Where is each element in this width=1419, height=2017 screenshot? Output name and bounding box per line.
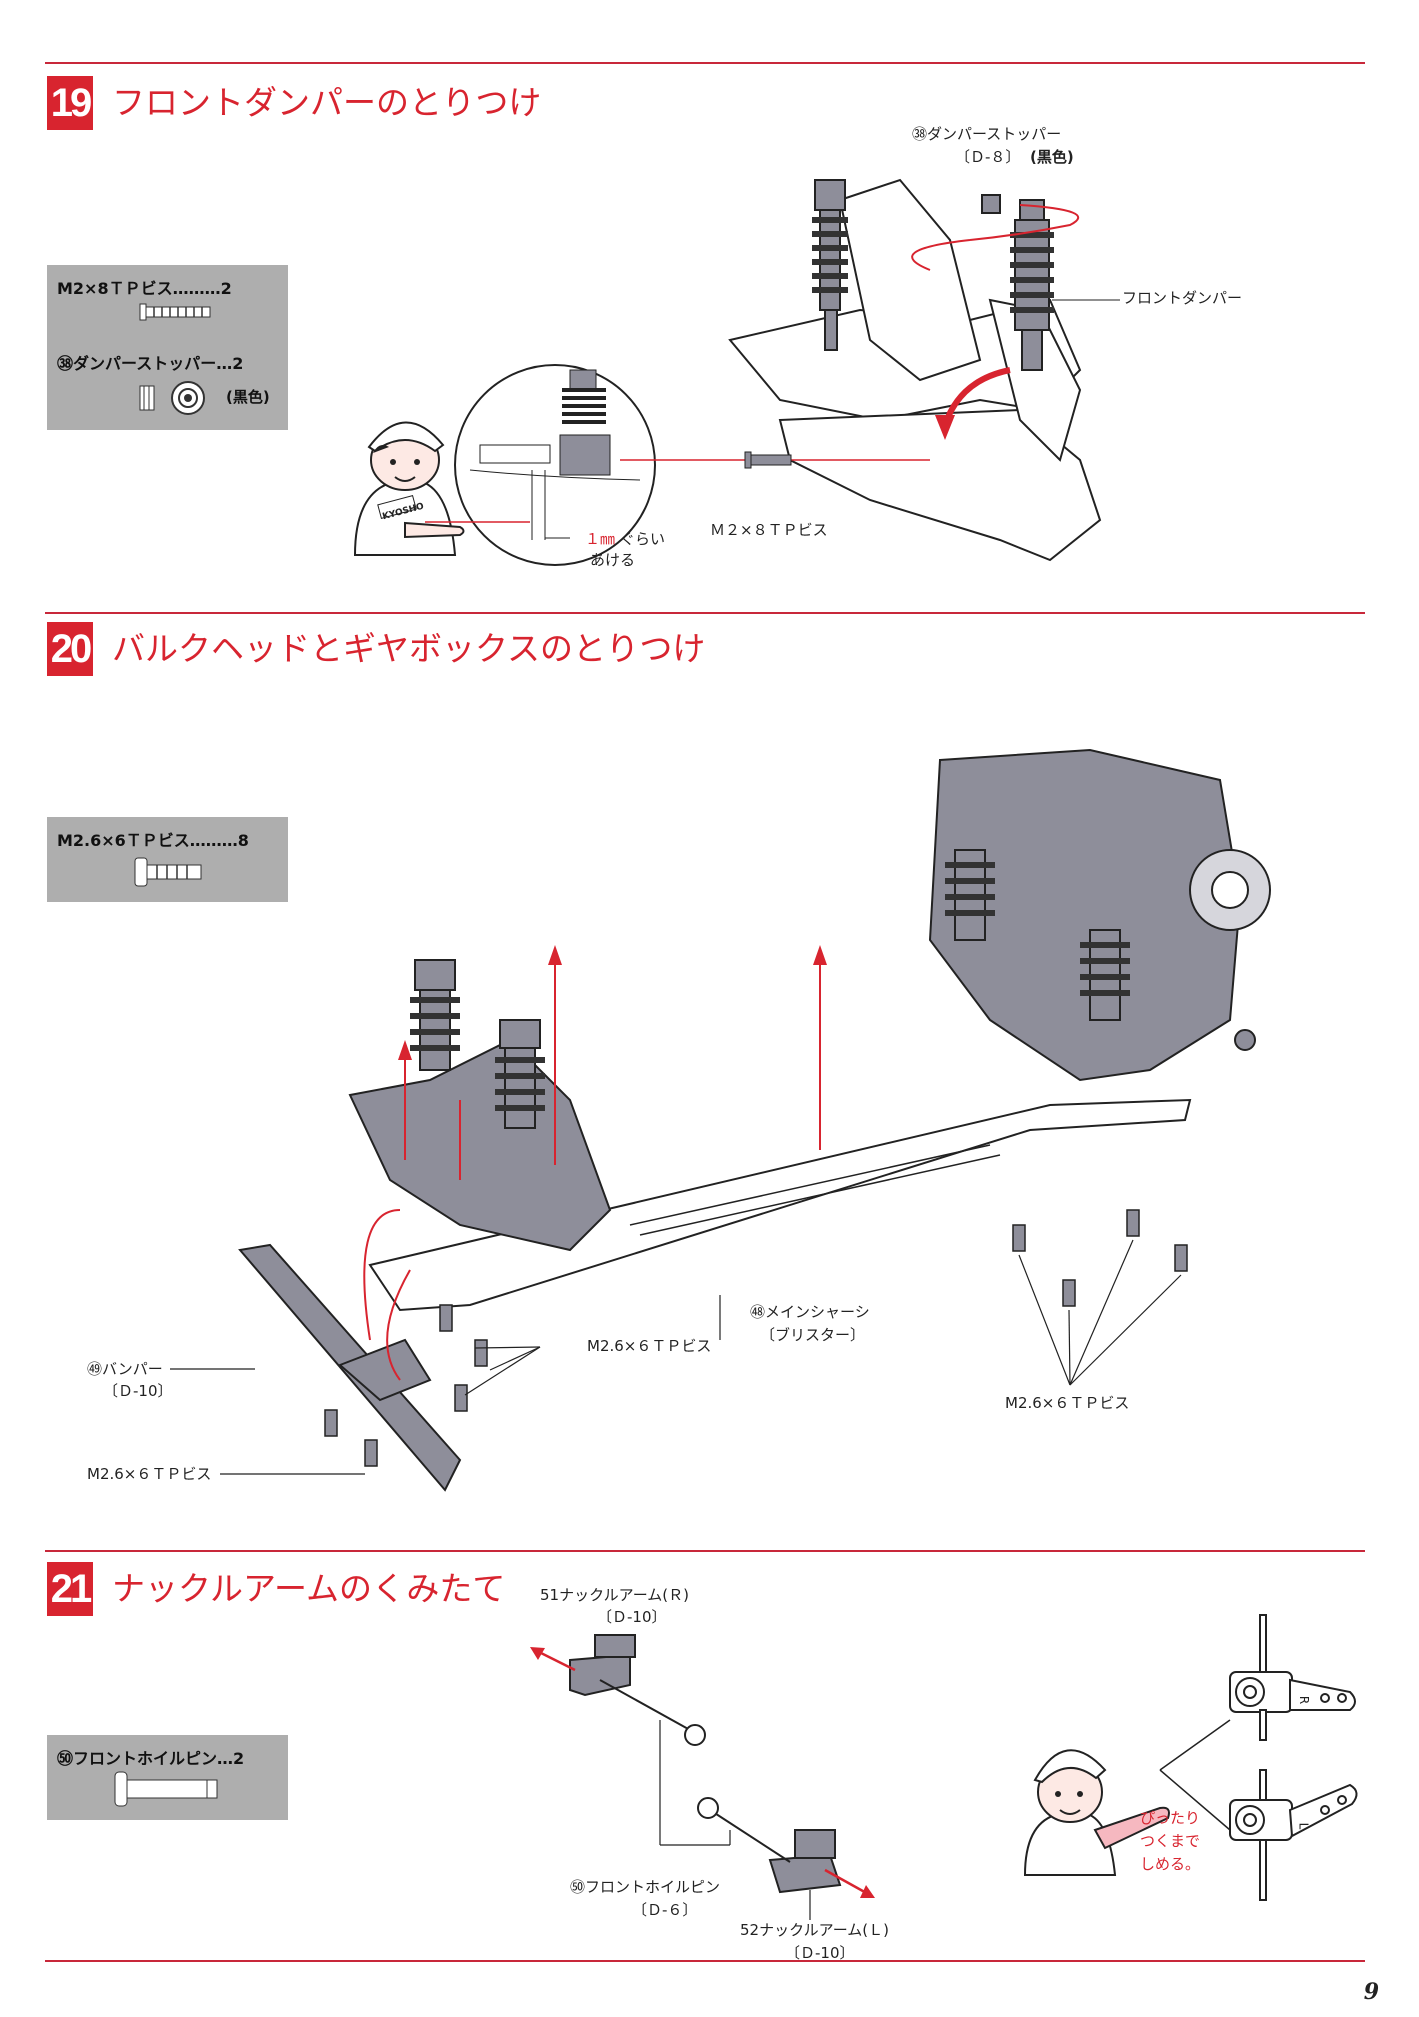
- bumper-code: 〔Ｄ-10〕: [103, 1382, 173, 1400]
- step-20-parts-box: [47, 817, 288, 902]
- page-number: 9: [1363, 1979, 1379, 2005]
- gap-text-2: あける: [590, 551, 636, 569]
- damper-stopper-icon: [139, 381, 205, 415]
- gap-text-1: ぐらい: [620, 530, 666, 548]
- wheel-pin-icon: [114, 1771, 218, 1807]
- step-19-parts-stopper-note: (黒色): [226, 388, 270, 406]
- tip-line-3: しめる。: [1140, 1855, 1201, 1873]
- screw-icon: [139, 303, 211, 321]
- main-chassis-label: ㊽メインシャーシ: [750, 1303, 870, 1321]
- mark-l: L: [1296, 1822, 1311, 1830]
- step-20-title: バルクヘッドとギヤボックスのとりつけ: [112, 629, 706, 668]
- step-21-title: ナックルアームのくみたて: [112, 1569, 506, 1608]
- knuckle-l-code: 〔Ｄ-10〕: [785, 1944, 855, 1962]
- tip-line-1: ぴったり: [1140, 1809, 1201, 1827]
- knuckle-assembly-21: [530, 1634, 875, 1920]
- step-21-parts-pin: ㊿フロントホイルピン…2: [57, 1749, 245, 1768]
- step-19-parts-box: [47, 265, 288, 430]
- tip-line-2: つくまで: [1140, 1832, 1201, 1850]
- stopper-color: (黒色): [1030, 148, 1074, 166]
- step-21-parts-box: [47, 1735, 288, 1820]
- step-20-parts-screw: M2.6×6ＴＰビス………8: [57, 831, 249, 850]
- gap-value: １㎜: [585, 530, 616, 548]
- step-20-number: 20: [47, 622, 93, 676]
- mark-r: R: [1297, 1695, 1312, 1705]
- step-19-number: 19: [47, 76, 93, 130]
- wheel-pin-code: 〔Ｄ-６〕: [632, 1901, 698, 1919]
- bumper-label: ㊾バンパー: [87, 1360, 163, 1378]
- step-19-parts-screw: M2×8ＴＰビス………2: [57, 279, 232, 298]
- knuckle-arms-finished: [1159, 1614, 1358, 1901]
- section-19-rule: [45, 62, 1365, 64]
- step-19-title: フロントダンパーのとりつけ: [112, 83, 542, 122]
- mascot-figure-21: [1023, 1749, 1170, 1876]
- wheel-pin-label: ㊿フロントホイルピン: [570, 1878, 721, 1896]
- detail-magnifier: [425, 364, 656, 566]
- screw-label-center: M2.6×６ＴＰビス: [587, 1337, 712, 1355]
- footer-rule: [45, 1960, 1365, 1962]
- main-chassis-code: 〔ブリスター〕: [760, 1326, 866, 1344]
- step-21-number: 21: [47, 1562, 93, 1616]
- screw-label-right: M2.6×６ＴＰビス: [1005, 1394, 1130, 1412]
- step-19-parts-stopper: ㊳ダンパーストッパー…2: [57, 354, 244, 373]
- knuckle-r-code: 〔Ｄ-10〕: [597, 1608, 667, 1626]
- screw-label-19: Ｍ２×８ＴＰビス: [710, 521, 828, 539]
- knuckle-l-label: 52ナックルアーム(Ｌ): [740, 1921, 889, 1939]
- front-suspension-assembly-19: [620, 178, 1120, 562]
- stopper-code: 〔Ｄ-８〕: [955, 148, 1021, 166]
- section-20-rule: [45, 612, 1365, 614]
- stopper-label: ㊳ダンパーストッパー: [912, 125, 1062, 143]
- screw-icon-20: [134, 857, 202, 887]
- section-21-rule: [45, 1550, 1365, 1552]
- screw-label-left: M2.6×６ＴＰビス: [87, 1465, 212, 1483]
- chassis-assembly-20: [170, 748, 1271, 1492]
- front-damper-label: フロントダンパー: [1122, 289, 1243, 307]
- tp-screw-19: [744, 451, 792, 469]
- knuckle-r-label: 51ナックルアーム(Ｒ): [540, 1586, 689, 1604]
- mascot-figure-19: [353, 421, 465, 556]
